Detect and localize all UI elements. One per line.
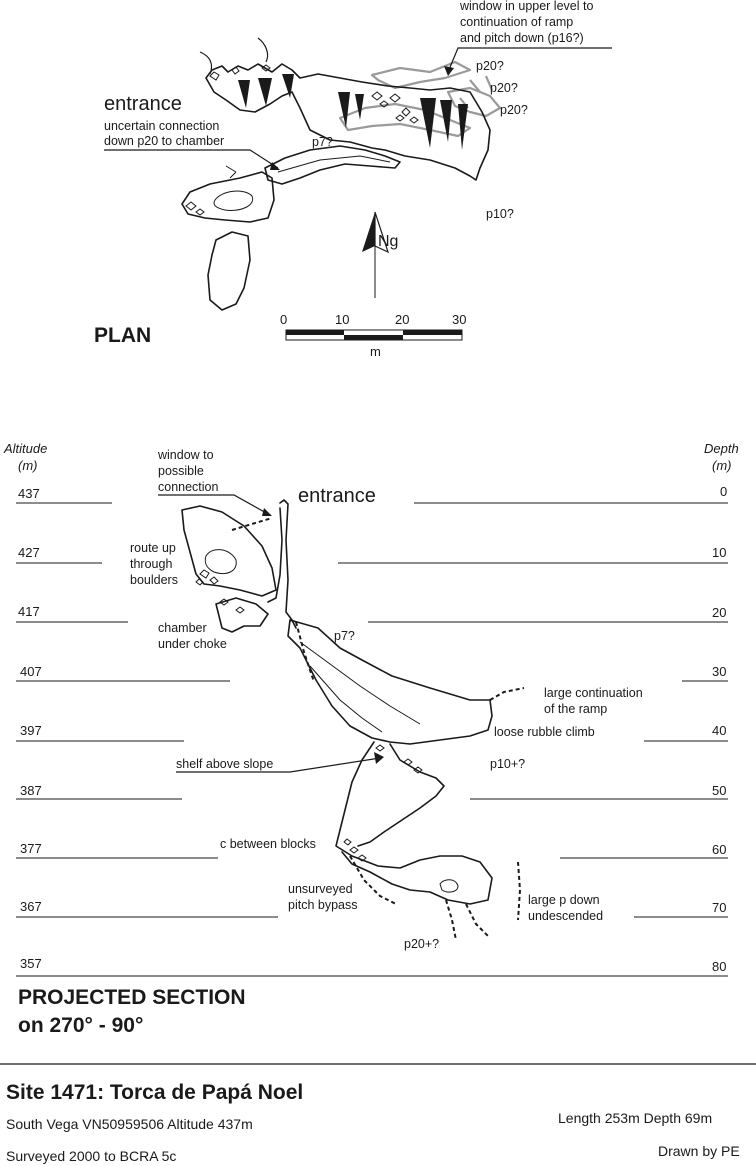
section-entrance-label: entrance — [298, 485, 376, 507]
plan-pitch-label-1: p20? — [476, 59, 504, 73]
altitude-label: 427 — [18, 545, 40, 560]
route-up-line-2: through — [130, 557, 172, 571]
altitude-header: Altitude — [3, 441, 47, 456]
plan-view — [181, 37, 502, 311]
shelf-label: shelf above slope — [176, 757, 273, 771]
uncertain-connection-line-2: down p20 to chamber — [104, 134, 224, 148]
depth-labels: 0 10 20 30 40 50 60 70 80 — [712, 484, 727, 974]
window-label-line-2: possible — [158, 464, 204, 478]
altitude-label: 407 — [20, 664, 42, 679]
plan-labels: entrance uncertain connection down p20 t… — [94, 0, 612, 359]
plan-title: PLAN — [94, 324, 151, 347]
site-stats: Length 253m Depth 69m — [558, 1110, 712, 1126]
chamber-line-2: under choke — [158, 637, 227, 651]
depth-label: 10 — [712, 545, 726, 560]
scale-bar — [285, 329, 463, 341]
window-note-line-2: continuation of ramp — [460, 15, 573, 29]
uncertain-connection-leader — [104, 149, 279, 169]
window-note-leader — [447, 47, 612, 73]
section-title-line-1: PROJECTED SECTION — [18, 986, 246, 1009]
altitude-label: 367 — [20, 899, 42, 914]
plan-pitch-label-4: p7? — [312, 135, 333, 149]
section-headers: Altitude (m) Depth (m) — [3, 441, 739, 473]
window-leader — [158, 494, 269, 515]
altitude-label: 357 — [20, 956, 42, 971]
scale-tick-30: 30 — [452, 312, 466, 327]
altitude-label: 417 — [18, 604, 40, 619]
altitude-label: 377 — [20, 841, 42, 856]
section-labels: entrance window to possible connection r… — [18, 448, 643, 1037]
unsurveyed-line-2: pitch bypass — [288, 898, 357, 912]
site-location: South Vega VN50959506 Altitude 437m — [6, 1116, 253, 1132]
large-continuation-line-2: of the ramp — [544, 702, 607, 716]
large-continuation-line-1: large continuation — [544, 686, 643, 700]
shelf-leader — [176, 757, 381, 773]
altitude-label: 397 — [20, 723, 42, 738]
p20-label: p20+? — [404, 937, 439, 951]
large-p-line-2: undescended — [528, 909, 603, 923]
chamber-line-1: chamber — [158, 621, 207, 635]
unsurveyed-line-1: unsurveyed — [288, 882, 353, 896]
c-between-label: c between blocks — [220, 837, 316, 851]
survey-info: Surveyed 2000 to BCRA 5c — [6, 1148, 176, 1164]
plan-pitch-label-3: p20? — [500, 103, 528, 117]
depth-header: Depth — [704, 441, 739, 456]
route-up-line-1: route up — [130, 541, 176, 555]
window-note-line-1: window in upper level to — [459, 0, 593, 13]
altitude-unit: (m) — [18, 458, 38, 473]
large-p-line-1: large p down — [528, 893, 600, 907]
drawn-by: Drawn by PE — [658, 1143, 740, 1159]
window-note-line-3: and pitch down (p16?) — [460, 31, 584, 45]
depth-rules — [16, 502, 728, 977]
section-view — [181, 499, 525, 941]
loose-rubble-label: loose rubble climb — [494, 725, 595, 739]
depth-label: 0 — [720, 484, 727, 499]
p10-label: p10+? — [490, 757, 525, 771]
window-label-line-1: window to — [157, 448, 214, 462]
p7-label: p7? — [334, 629, 355, 643]
plan-entrance-label: entrance — [104, 93, 182, 115]
uncertain-connection-line-1: uncertain connection — [104, 119, 219, 133]
altitude-label: 437 — [18, 486, 40, 501]
section-title-line-2: on 270° - 90° — [18, 1014, 143, 1037]
plan-pitch-label-5: p10? — [486, 207, 514, 221]
scale-tick-10: 10 — [335, 312, 349, 327]
scale-unit: m — [370, 344, 381, 359]
depth-unit: (m) — [712, 458, 732, 473]
depth-label: 70 — [712, 900, 726, 915]
window-label-line-3: connection — [158, 480, 219, 494]
scale-tick-0: 0 — [280, 312, 287, 327]
altitude-label: 387 — [20, 783, 42, 798]
route-up-line-3: boulders — [130, 573, 178, 587]
depth-label: 50 — [712, 783, 726, 798]
depth-label: 40 — [712, 723, 726, 738]
footer: Site 1471: Torca de Papá Noel South Vega… — [0, 1063, 756, 1164]
depth-label: 20 — [712, 605, 726, 620]
north-label: Ng — [378, 233, 398, 250]
altitude-labels: 437 427 417 407 397 387 377 367 357 — [18, 486, 42, 971]
scale-tick-20: 20 — [395, 312, 409, 327]
depth-label: 80 — [712, 959, 726, 974]
plan-pitch-label-2: p20? — [490, 81, 518, 95]
north-arrow-icon — [362, 211, 389, 298]
site-title: Site 1471: Torca de Papá Noel — [6, 1081, 303, 1104]
depth-label: 30 — [712, 664, 726, 679]
depth-label: 60 — [712, 842, 726, 857]
